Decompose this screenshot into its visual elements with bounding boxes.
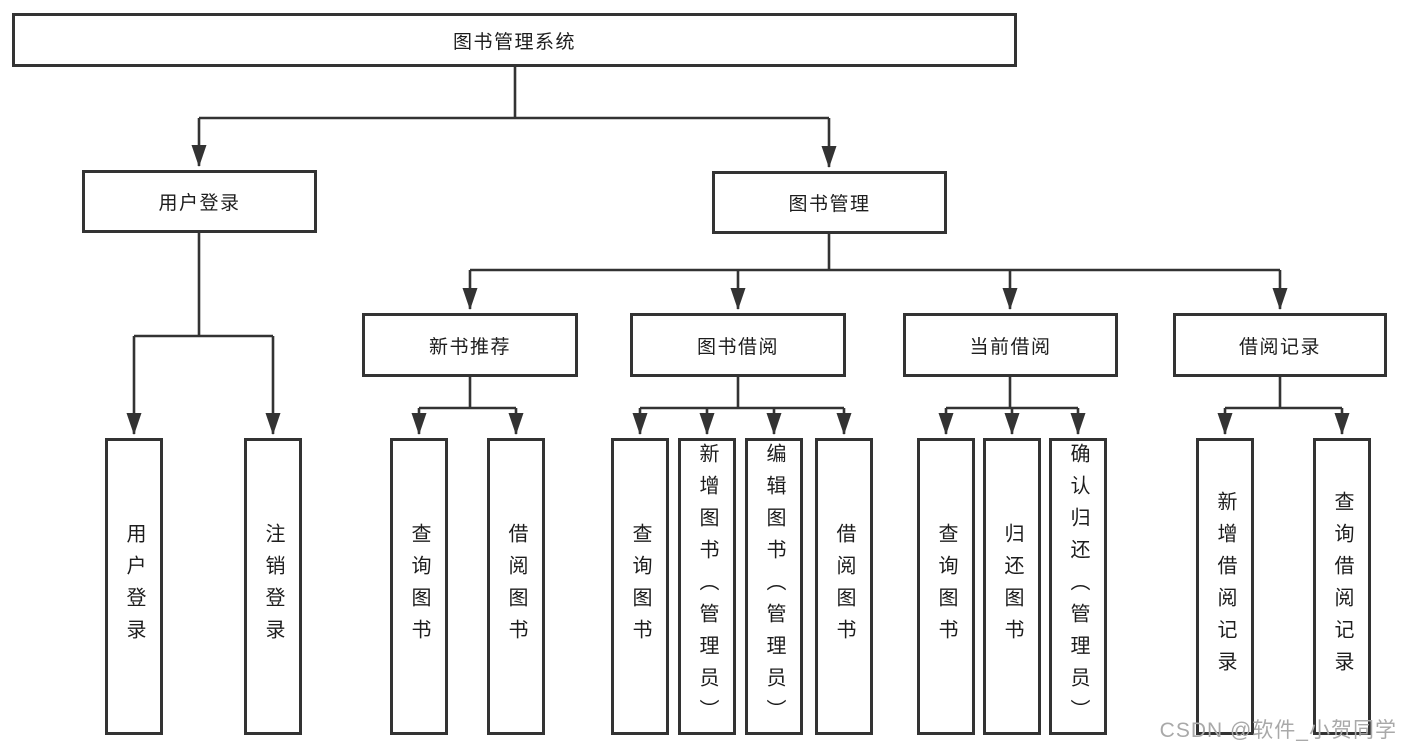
leaf-query-book-borrow-label: 查询图书 <box>629 522 651 651</box>
leaf-return-book: 归还图书 <box>983 438 1041 735</box>
node-borrow-records: 借阅记录 <box>1173 313 1387 377</box>
leaf-edit-book-admin: 编辑图书（管理员） <box>745 438 803 735</box>
leaf-confirm-return-admin: 确认归还（管理员） <box>1049 438 1107 735</box>
node-book-borrow: 图书借阅 <box>630 313 846 377</box>
leaf-confirm-return-admin-label: 确认归还（管理员） <box>1067 442 1089 731</box>
leaf-borrow-book-recommend-label: 借阅图书 <box>505 522 527 651</box>
leaf-add-borrow-record: 新增借阅记录 <box>1196 438 1254 735</box>
leaf-query-book-recommend: 查询图书 <box>390 438 448 735</box>
leaf-logout: 注销登录 <box>244 438 302 735</box>
leaf-user-login-label: 用户登录 <box>123 522 145 651</box>
leaf-edit-book-admin-label: 编辑图书（管理员） <box>763 442 785 731</box>
leaf-query-book-recommend-label: 查询图书 <box>408 522 430 651</box>
leaf-query-book-current: 查询图书 <box>917 438 975 735</box>
leaf-borrow-book: 借阅图书 <box>815 438 873 735</box>
leaf-borrow-book-label: 借阅图书 <box>833 522 855 651</box>
leaf-add-borrow-record-label: 新增借阅记录 <box>1214 490 1236 683</box>
leaf-query-book-borrow: 查询图书 <box>611 438 669 735</box>
node-current-borrow: 当前借阅 <box>903 313 1118 377</box>
node-new-book-recommend: 新书推荐 <box>362 313 578 377</box>
node-root-library-system: 图书管理系统 <box>12 13 1017 67</box>
leaf-return-book-label: 归还图书 <box>1001 522 1023 651</box>
leaf-query-borrow-record-label: 查询借阅记录 <box>1331 490 1353 683</box>
leaf-add-book-admin-label: 新增图书（管理员） <box>696 442 718 731</box>
leaf-query-borrow-record: 查询借阅记录 <box>1313 438 1371 735</box>
node-book-management: 图书管理 <box>712 171 947 234</box>
leaf-add-book-admin: 新增图书（管理员） <box>678 438 736 735</box>
leaf-query-book-current-label: 查询图书 <box>935 522 957 651</box>
leaf-borrow-book-recommend: 借阅图书 <box>487 438 545 735</box>
leaf-logout-label: 注销登录 <box>262 522 284 651</box>
node-user-login: 用户登录 <box>82 170 317 233</box>
leaf-user-login: 用户登录 <box>105 438 163 735</box>
